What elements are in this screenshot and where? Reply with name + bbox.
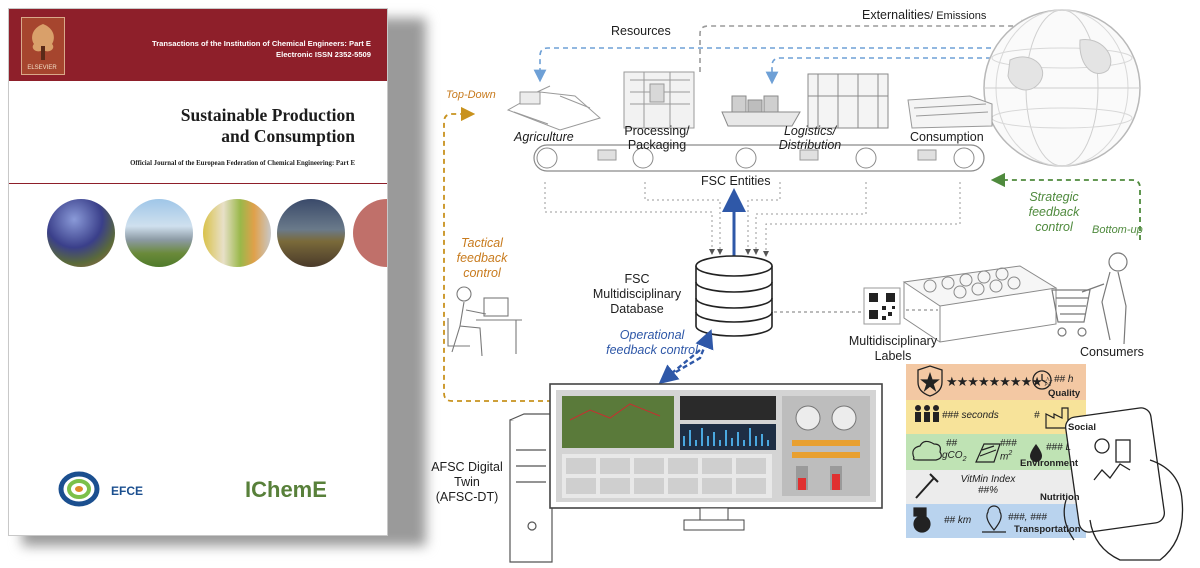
env-land-unit: m2 xyxy=(1000,450,1013,463)
journal-cover: ELSEVIER Transactions of the Institution… xyxy=(8,8,388,536)
resources-arrow xyxy=(533,47,1000,83)
qr-code-icon xyxy=(863,287,901,325)
quality-value: ## h xyxy=(1054,374,1074,385)
cover-image-field xyxy=(277,199,345,267)
database-icon xyxy=(695,255,773,337)
co2-cloud-icon xyxy=(912,440,942,461)
clock-icon xyxy=(1032,370,1052,390)
resources-label: Resources xyxy=(611,24,671,38)
globe-transport-icon xyxy=(913,507,931,533)
top-down-label: Top-Down xyxy=(446,89,496,101)
produce-crate-sketch xyxy=(902,265,1058,343)
processing-sketch xyxy=(623,71,695,129)
workers-icon xyxy=(915,405,939,422)
worker-at-desk-icon xyxy=(447,286,522,357)
tactical-feedback-arrow xyxy=(443,106,552,402)
transportation-category: Transportation xyxy=(1014,524,1081,535)
efce-logo-icon xyxy=(57,471,107,507)
quality-shield-icon xyxy=(917,365,943,397)
monitor-icon xyxy=(549,383,883,531)
env-water-value: ### L xyxy=(1046,442,1072,453)
land-area-icon xyxy=(975,443,1001,463)
journal-title: Sustainable Production and Consumption xyxy=(180,105,355,146)
quality-category: Quality xyxy=(1048,388,1081,399)
entity-connectors xyxy=(544,182,961,257)
cover-band-line1: Transactions of the Institution of Chemi… xyxy=(152,39,371,48)
stage-processing-label: Processing/Packaging xyxy=(624,124,690,152)
water-drop-icon xyxy=(1030,444,1042,462)
globe-icon xyxy=(983,9,1141,167)
cover-image-supermarket xyxy=(203,199,271,267)
efce-logo-text: EFCE xyxy=(111,484,144,498)
env-co2-value: ## xyxy=(946,438,958,449)
publisher-name: ELSEVIER xyxy=(27,65,57,71)
cover-header-band xyxy=(9,9,387,81)
stage-consumption-label: Consumption xyxy=(910,130,984,144)
conveyor-belt xyxy=(533,144,985,172)
cover-divider xyxy=(9,183,387,184)
cover-band-line2: Electronic ISSN 2352-5509 xyxy=(276,50,371,59)
fork-knife-icon xyxy=(915,473,939,499)
resources-arrow-2 xyxy=(765,57,1000,85)
stage-agriculture-label: Agriculture xyxy=(514,130,574,144)
agriculture-sketch xyxy=(506,85,602,131)
consumption-sketch xyxy=(907,95,993,129)
env-co2-unit: gCO2 xyxy=(942,450,967,463)
hand-holding-phone-icon xyxy=(1063,407,1184,561)
social-hash: # xyxy=(1034,410,1040,421)
strategic-feedback-arrow xyxy=(990,172,1141,240)
location-pin-icon xyxy=(982,505,1006,533)
icheme-logo-text: IChemE xyxy=(245,477,327,502)
environment-category: Environment xyxy=(1020,458,1079,469)
consumers-label: Consumers xyxy=(1080,345,1144,359)
stage-logistics-label: Logistics/Distribution xyxy=(778,124,842,152)
nutrition-value: VitMin Index##% xyxy=(960,474,1016,496)
nutrition-band xyxy=(906,470,1086,504)
elsevier-tree-logo xyxy=(21,17,65,75)
social-category: Social xyxy=(1068,422,1096,433)
fsc-entities-label: FSC Entities xyxy=(701,174,771,188)
social-value: ### seconds xyxy=(942,410,999,421)
journal-subtitle: Official Journal of the European Federat… xyxy=(130,160,355,167)
externalities-arrow xyxy=(699,19,1035,72)
logistics-sketch xyxy=(721,73,889,129)
externalities-label: Externalities/ Emissions xyxy=(862,8,987,22)
consumer-with-cart-icon xyxy=(1051,252,1128,345)
operational-feedback-arrow xyxy=(661,329,714,382)
transport-distance: ## km xyxy=(944,515,972,526)
cover-image-refinery xyxy=(125,199,193,267)
transport-value: ###, ### xyxy=(1008,512,1047,523)
bottom-up-label: Bottom-up xyxy=(1092,224,1143,236)
env-land-value: ### xyxy=(1000,438,1017,449)
environment-band xyxy=(906,434,1086,470)
operational-feedback-arrow-down xyxy=(658,349,701,385)
nutrition-category: Nutrition xyxy=(1040,492,1080,503)
quality-star-rating: ★★★★★★★★★☆ xyxy=(946,374,1054,389)
cover-image-landscape xyxy=(47,199,115,267)
